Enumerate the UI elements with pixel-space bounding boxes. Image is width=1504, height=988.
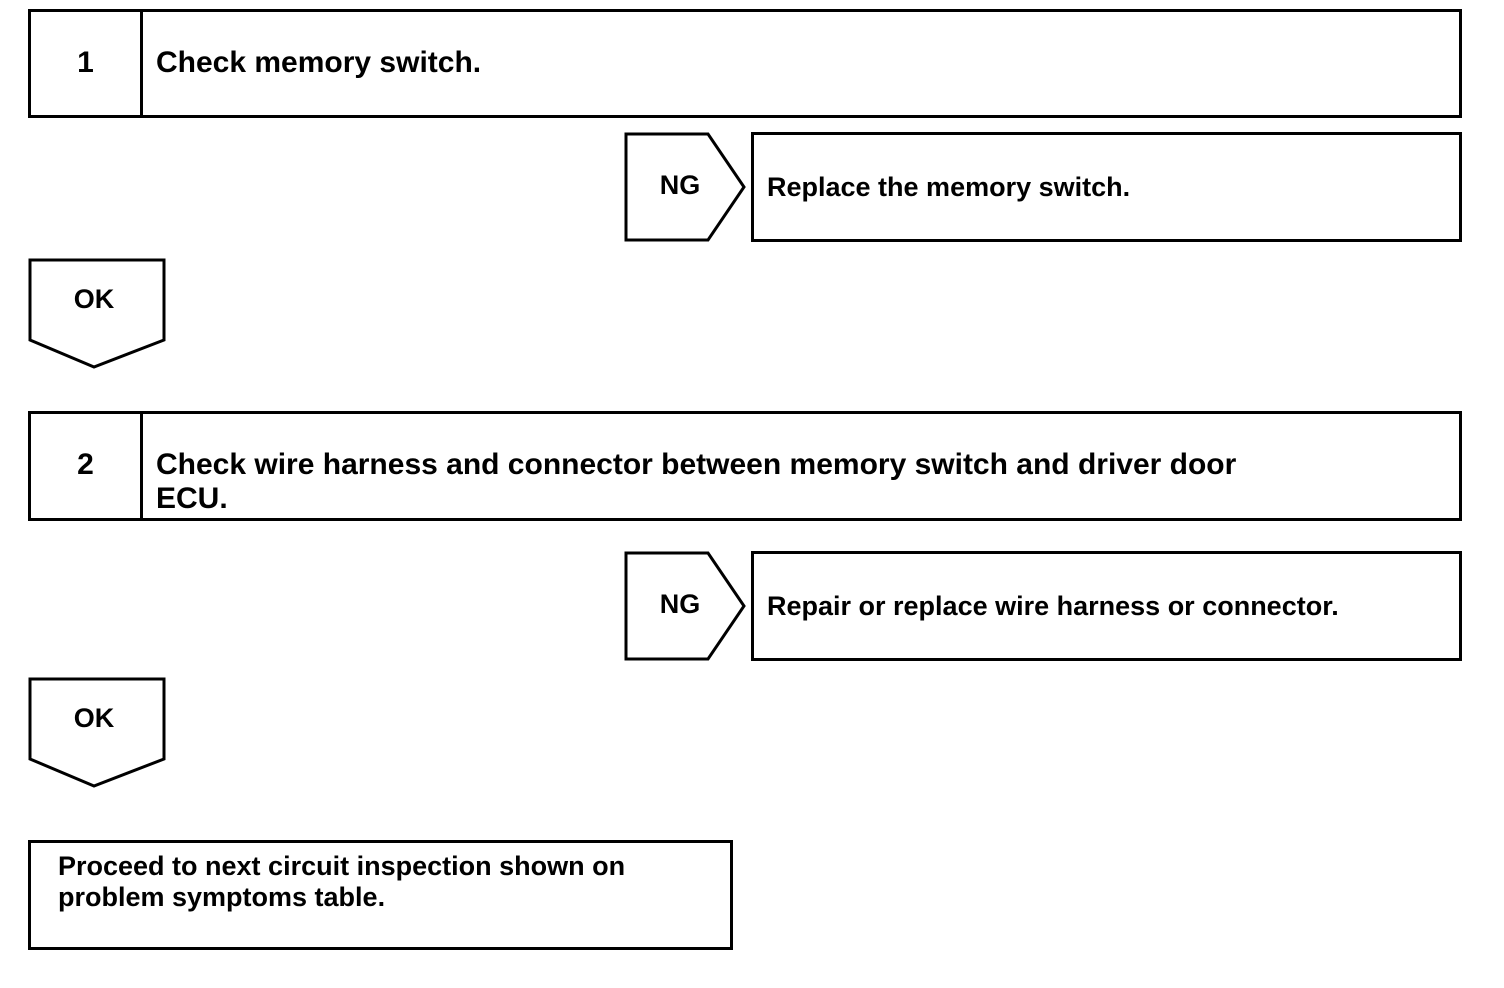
final-step-text: Proceed to next circuit inspection shown… bbox=[58, 851, 626, 912]
step-1-instruction: Check memory switch. bbox=[156, 46, 482, 79]
step-1-number: 1 bbox=[77, 46, 94, 79]
step-1-number-cell: 1 bbox=[31, 12, 143, 115]
step-1-ng-label: NG bbox=[659, 170, 701, 200]
step-2-number: 2 bbox=[77, 448, 94, 481]
step-2-ng-action-box: Repair or replace wire harness or connec… bbox=[751, 551, 1462, 661]
step-1-box: 1 Check memory switch. bbox=[28, 9, 1462, 118]
step-2-ok-label: OK bbox=[73, 703, 115, 733]
step-1-ng-action-box: Replace the memory switch. bbox=[751, 132, 1462, 242]
step-2-ok-arrow bbox=[28, 677, 166, 788]
step-2-ng-label: NG bbox=[659, 589, 701, 619]
step-1-ng-action: Replace the memory switch. bbox=[767, 172, 1131, 202]
step-1-ng-arrow bbox=[624, 132, 746, 242]
step-1-ok-arrow bbox=[28, 258, 166, 369]
step-1-ok-label: OK bbox=[73, 284, 115, 314]
step-2-ng-action: Repair or replace wire harness or connec… bbox=[767, 591, 1339, 621]
final-step-box: Proceed to next circuit inspection shown… bbox=[28, 840, 733, 950]
step-2-instruction: Check wire harness and connector between… bbox=[156, 448, 1237, 515]
step-2-number-cell: 2 bbox=[31, 414, 143, 518]
step-2-box: 2 Check wire harness and connector betwe… bbox=[28, 411, 1462, 521]
step-2-ng-arrow bbox=[624, 551, 746, 661]
